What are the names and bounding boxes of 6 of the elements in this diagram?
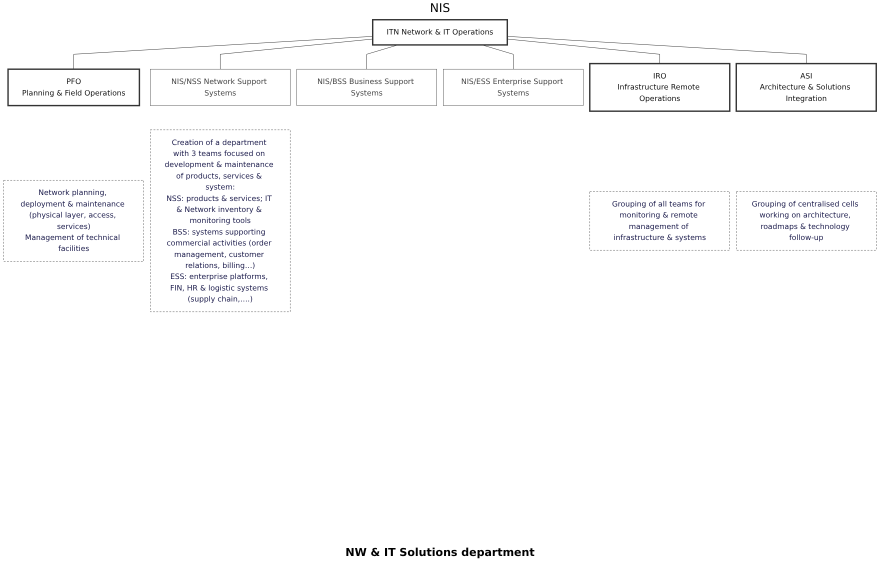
connector (220, 38, 373, 70)
department-label: NW & IT Solutions department (345, 546, 535, 559)
connector (507, 38, 660, 64)
connector (507, 36, 806, 64)
connector (74, 36, 373, 70)
group-label: NIS (430, 1, 450, 15)
